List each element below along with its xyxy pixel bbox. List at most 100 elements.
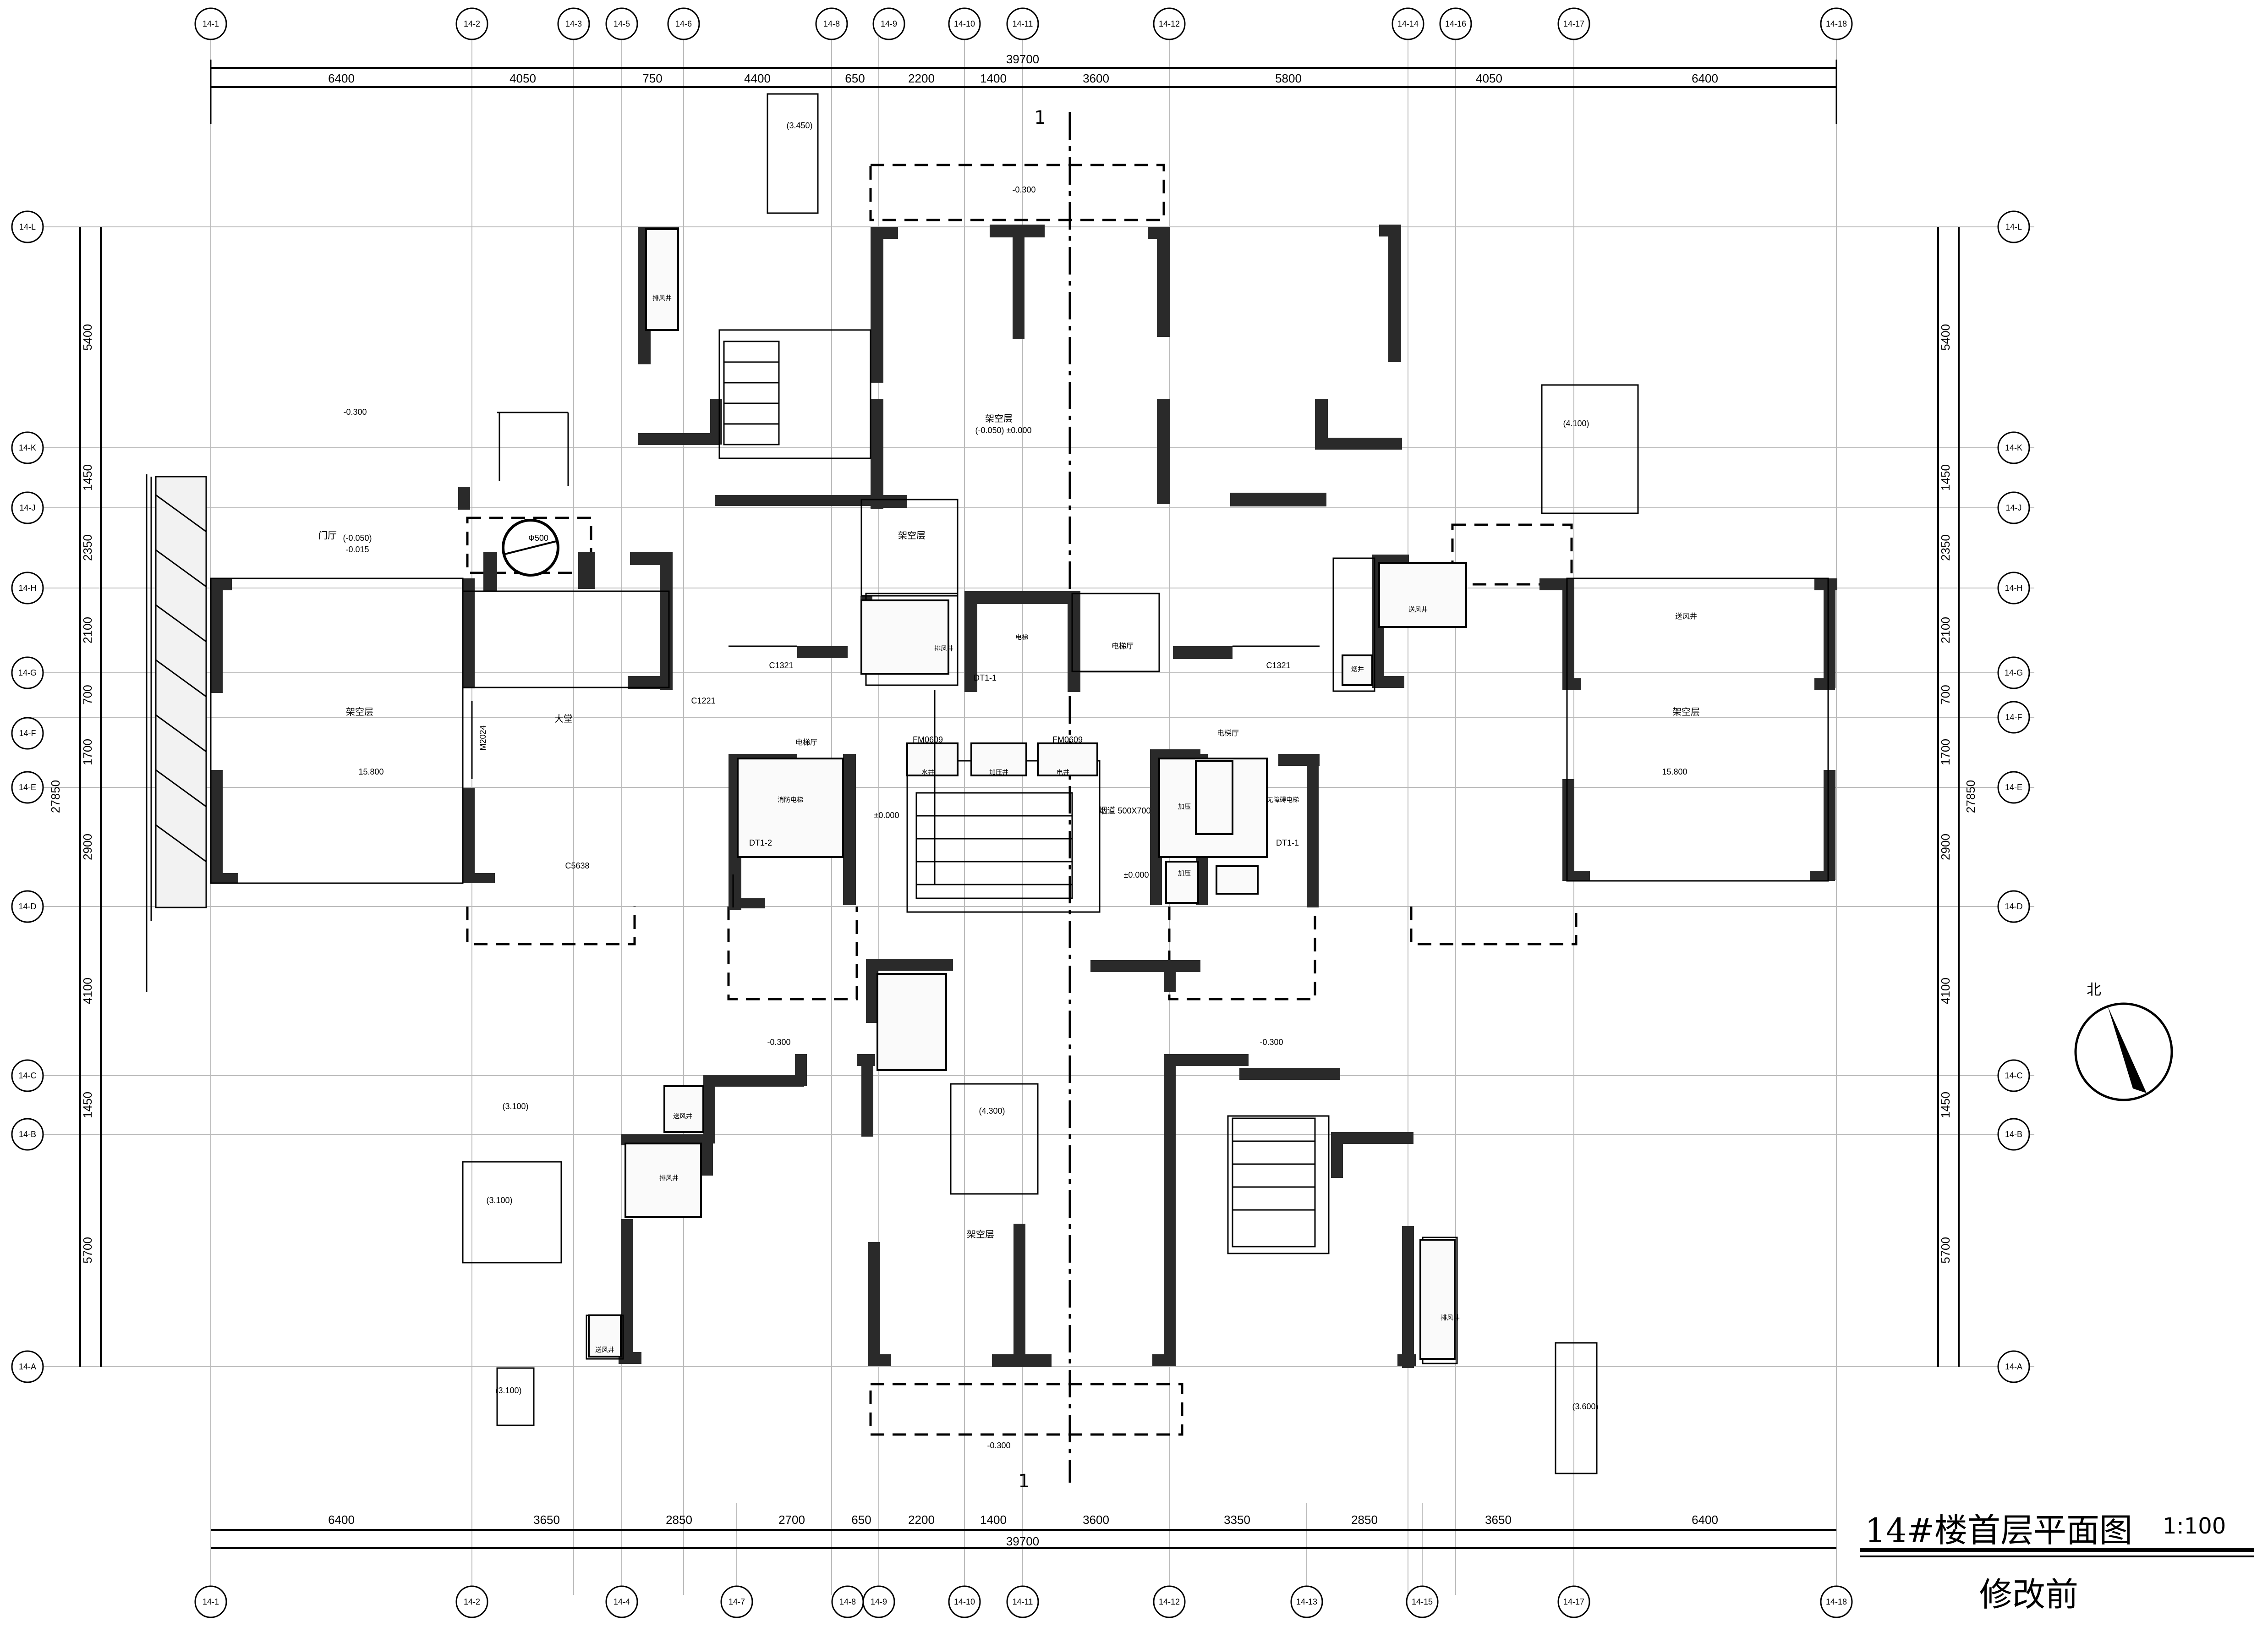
label-entrance: 门厅 [318,530,337,541]
label-lift-car: 电梯 [1015,634,1028,641]
axis-top-14-14: 14-14 [1397,19,1419,28]
bottom-dim-2: 3650 [533,1513,560,1527]
axis-top-14-1: 14-1 [203,19,219,28]
axis-bottom-14-8: 14-8 [839,1597,856,1606]
axis-top-14-2: 14-2 [464,19,480,28]
row-left-J: 14-J [19,503,35,512]
title-block: 14#楼首层平面图 1:100 修改前 [1860,1503,2263,1622]
row-right-F: 14-F [2005,713,2022,722]
bottom-dim-10: 2850 [1351,1513,1378,1527]
row-left-A: 14-A [19,1362,36,1371]
label-vent-shaft-3: 排风井 [659,1175,679,1182]
left-dim-7: 2900 [81,834,94,860]
door-m2024: M2024 [478,725,488,750]
axis-bottom-14-18: 14-18 [1826,1597,1847,1606]
label-overhead-bottom: 架空层 [967,1229,994,1240]
bottom-total-dimension: 39700 [1006,1534,1039,1548]
top-dim-11: 6400 [1692,71,1718,85]
label-overhead-top: 架空层 [985,413,1013,424]
axis-top-14-12: 14-12 [1159,19,1180,28]
axis-bottom-14-11: 14-11 [1013,1597,1033,1606]
label-pressure-2: 加压 [1178,870,1191,877]
right-dim-3: 2350 [1939,534,1952,561]
overhang-outlines [466,164,1578,1436]
axis-top-14-8: 14-8 [823,19,840,28]
elev-e5: (4.300) [979,1106,1005,1116]
bottom-dim-7: 1400 [980,1513,1007,1527]
axis-top-14-17: 14-17 [1563,19,1584,28]
top-dim-4: 4400 [744,71,771,85]
label-electric-well: 电井 [1057,769,1069,776]
section-mark-bottom: 1 [1018,1471,1030,1492]
elev-e17: -0.015 [345,545,369,554]
label-supply-shaft-2: 送风井 [673,1113,692,1120]
bottom-dim-1: 6400 [328,1513,355,1527]
label-vent-shaft-1: 排风井 [652,295,672,302]
axis-bottom-14-4: 14-4 [614,1597,630,1606]
elev-e3: (3.450) [786,121,812,130]
left-total-dim: 27850 [49,780,62,813]
elev-e13: -0.300 [987,1441,1010,1450]
axis-bubbles-rows: 14-L 14-K 14-J 14-H 14-G 14-F 14-E 14-D … [11,210,2030,1383]
shafts [588,228,1467,1360]
bottom-dim-12: 6400 [1692,1513,1718,1527]
axis-bottom-14-10: 14-10 [954,1597,975,1606]
right-dim-1: 5400 [1939,324,1952,351]
right-dim-9: 1450 [1939,1092,1952,1118]
row-left-D: 14-D [18,902,36,911]
top-dim-3: 750 [642,71,662,85]
axis-top-14-6: 14-6 [675,19,692,28]
elev-e14: 15.800 [358,767,383,776]
right-dim-10: 5700 [1939,1237,1952,1264]
bottom-dimension-chain: 6400 3650 2850 2700 650 2200 1400 3600 3… [211,1513,1836,1549]
label-overhead-left: 架空层 [346,706,373,717]
label-elevator-hall-2: 电梯厅 [795,738,817,747]
structural-walls [210,225,1837,1368]
right-dim-8: 4100 [1939,978,1952,1004]
label-dt1-2: DT1-2 [749,838,772,847]
row-left-L: 14-L [19,222,36,231]
bottom-dim-6: 2200 [908,1513,935,1527]
window-c1321-b: C1321 [1266,661,1290,670]
bottom-dim-3: 2850 [666,1513,692,1527]
top-dim-9: 5800 [1275,71,1302,85]
top-dim-7: 1400 [980,71,1007,85]
axis-bubbles-top: 14-1 14-2 14-3 14-5 14-6 14-8 14-9 14-10… [194,7,1853,40]
left-dim-1: 5400 [81,324,94,351]
elev-e2: (-0.050) ±0.000 [975,426,1032,435]
label-overhead-mid: 架空层 [898,530,926,541]
north-arrow: 北 [2074,981,2173,1101]
elev-e1: -0.300 [343,407,367,417]
elev-e16: (-0.050) [343,533,372,543]
column-dia: Ф500 [528,533,548,543]
row-left-B: 14-B [19,1130,36,1139]
window-c1221: C1221 [691,696,715,705]
elev-e19: ±0.000 [1124,870,1149,879]
room-labels: 架空层 架空层 架空层 架空层 架空层 大堂 门厅 电梯厅 电梯厅 电梯厅 排风… [318,295,1700,1354]
thin-partitions [146,93,1829,1474]
row-left-C: 14-C [18,1071,36,1080]
label-dt1-1: DT1-1 [1276,838,1299,847]
title-underline-thin [1860,1556,2254,1557]
top-dim-6: 2200 [908,71,935,85]
right-dim-2: 1450 [1939,464,1952,491]
left-dim-2: 1450 [81,464,94,491]
left-dim-8: 4100 [81,978,94,1004]
bottom-dim-9: 3350 [1224,1513,1250,1527]
elev-e7: (3.100) [486,1196,512,1205]
door-fm0609a: FM0609 [913,735,943,744]
elev-e11: -0.300 [767,1038,790,1047]
north-label: 北 [2087,981,2101,998]
top-dim-5: 650 [845,71,865,85]
door-fm0609b: FM0609 [1052,735,1083,744]
axis-bottom-14-2: 14-2 [464,1597,480,1606]
label-overhead-right: 架空层 [1672,706,1700,717]
left-dim-6: 1700 [81,739,94,765]
elev-e8: (3.100) [495,1386,521,1395]
axis-bubbles-bottom: 14-1 14-2 14-4 14-7 14-8 14-9 14-10 14-1… [194,1585,1853,1618]
row-right-K: 14-K [2005,443,2022,452]
top-dim-1: 6400 [328,71,355,85]
top-dimension-chain: 39700 6400 4050 750 4400 650 2200 1400 3… [210,52,1837,124]
row-left-F: 14-F [19,729,36,738]
left-hatch [155,494,207,863]
